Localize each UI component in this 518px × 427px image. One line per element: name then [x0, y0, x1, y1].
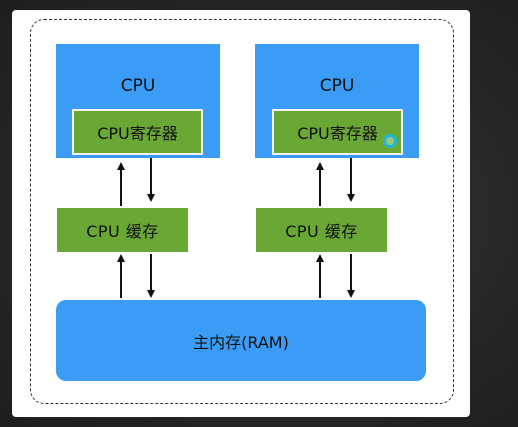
cpu-register-1: CPU寄存器 [72, 109, 203, 155]
cpu-label-1: CPU [120, 76, 156, 96]
cpu-cache-2: CPU 缓存 [256, 208, 387, 252]
main-memory-ram: 主内存(RAM) [56, 300, 426, 381]
cpu-label-2: CPU [319, 76, 355, 96]
cpu-register-2: CPU寄存器 [272, 109, 403, 155]
cursor-highlight-icon [383, 134, 397, 148]
system-boundary-frame [30, 19, 454, 404]
cpu-cache-1: CPU 缓存 [57, 208, 188, 252]
